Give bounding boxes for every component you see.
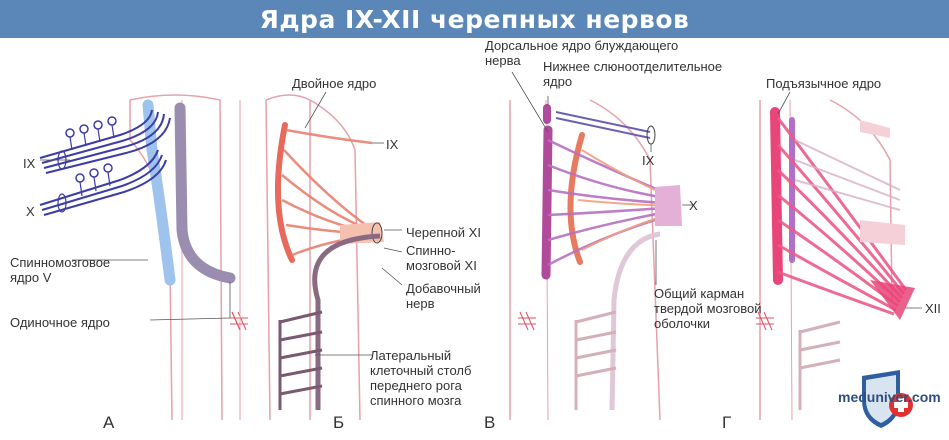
label-nucleus-ambiguus: Двойное ядро (292, 76, 377, 91)
label-solitary-nucleus: Одиночное ядро (10, 315, 110, 330)
x-fibers-a (39, 149, 167, 216)
hypoglossal-fibers (776, 117, 908, 316)
label-cranial-xi: Черепной XI (406, 225, 481, 240)
lateral-column-b (278, 310, 323, 410)
ix-fibers-a (39, 109, 171, 174)
spinal-trigeminal-nucleus (142, 99, 176, 286)
inferior-salivatory-nucleus (543, 104, 551, 124)
watermark-text: meduniver.com (838, 389, 941, 405)
panel-v-drawing (509, 71, 694, 421)
label-ix-a: IX (23, 156, 36, 171)
panel-letter-b: Б (333, 413, 345, 432)
nucleus-ambiguus-b (274, 122, 295, 263)
panel-g-drawing (756, 91, 922, 421)
label-hypoglossal-nucleus: Подъязычное ядро (766, 76, 882, 91)
label-x-a: X (26, 204, 35, 219)
title-bar: Ядра IX-XII черепных нервов (0, 0, 949, 38)
hypoglossal-nucleus (770, 107, 783, 285)
panel-letter-g: Г (722, 413, 732, 432)
meduniver-logo (862, 370, 913, 428)
panel-letter-v: В (484, 413, 496, 432)
page-title: Ядра IX-XII черепных нервов (259, 4, 690, 34)
accessory-nerve-b (312, 233, 381, 410)
label-x-v: X (689, 198, 698, 213)
panel-b-drawing (231, 91, 403, 421)
dorsal-vagus-nucleus (541, 125, 553, 280)
label-ix-b: IX (386, 137, 399, 152)
label-xii: XII (925, 301, 941, 316)
label-spinal-xi: Спинно-мозговой XI (406, 243, 477, 273)
label-ix-v: IX (642, 153, 655, 168)
panel-a-drawing (39, 94, 248, 421)
anatomy-diagram (39, 71, 922, 428)
solitary-nucleus (174, 102, 236, 284)
panel-letter-a: А (103, 413, 115, 432)
